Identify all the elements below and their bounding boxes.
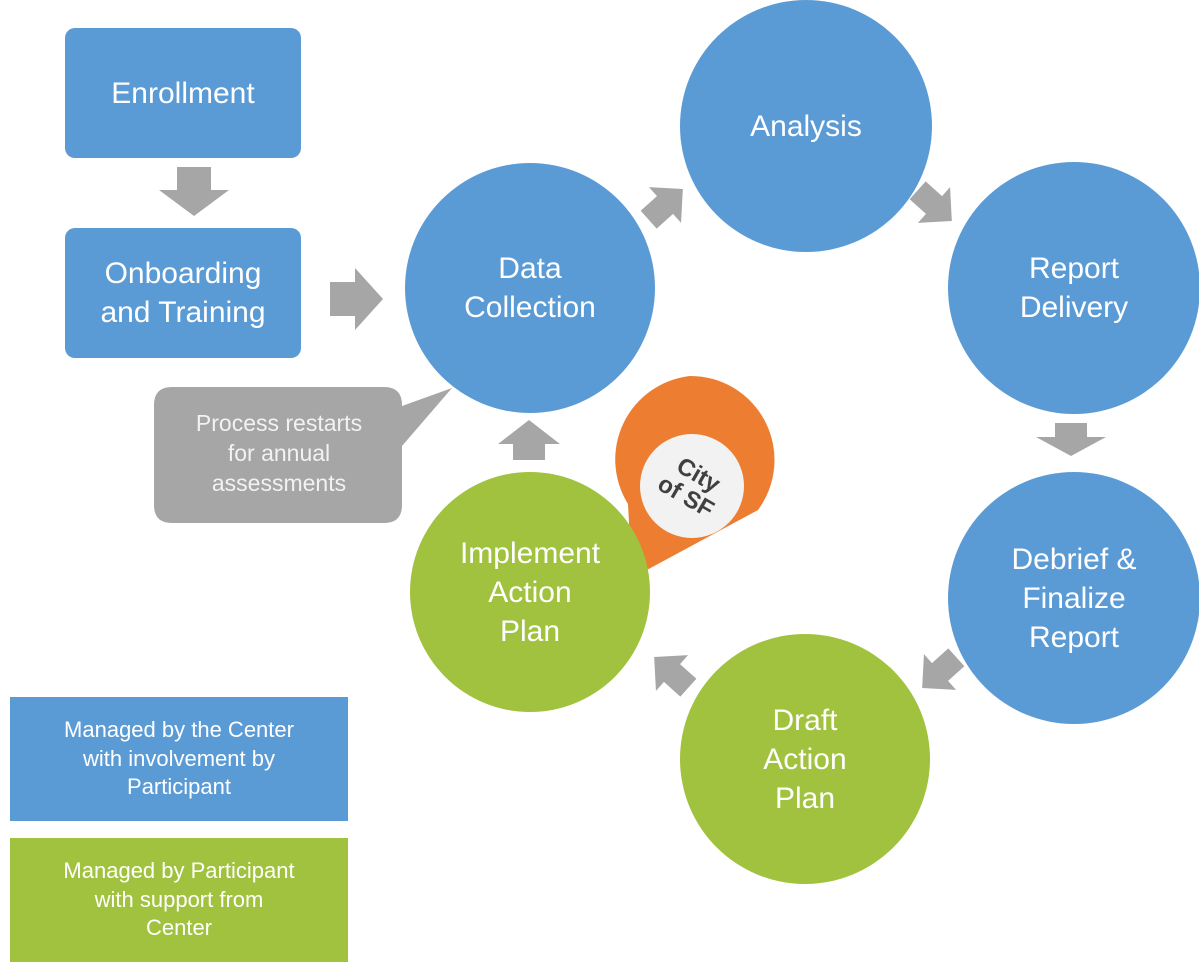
arrow-onboarding-to-data-collection <box>330 268 383 330</box>
step-implement-plan-label: Implement Action Plan <box>459 536 601 648</box>
step-data-collection: Data Collection <box>405 163 655 413</box>
arrow-enrollment-to-onboarding <box>159 167 229 216</box>
arrow-debrief-to-draft-plan <box>922 648 965 690</box>
legend-participant-managed: Managed by Participant with support from… <box>10 838 348 962</box>
step-enrollment-label: Enrollment <box>111 76 255 110</box>
legend-center-managed: Managed by the Center with involvement b… <box>10 697 348 821</box>
step-analysis-label: Analysis <box>750 109 862 143</box>
step-data-collection-label: Data Collection <box>464 252 596 324</box>
step-analysis: Analysis <box>680 0 932 252</box>
arrow-report-delivery-to-debrief <box>1036 423 1106 456</box>
pin-label: City of SF <box>653 451 725 524</box>
arrow-draft-to-implement <box>654 655 697 697</box>
step-report-delivery-label: Report Delivery <box>1019 252 1129 324</box>
location-pin-inner <box>640 434 744 538</box>
legend-participant-managed-label: Managed by Participant with support from… <box>63 858 295 941</box>
step-report-delivery: Report Delivery <box>948 162 1199 414</box>
step-draft-plan-label: Draft Action Plan <box>763 703 847 815</box>
step-enrollment: Enrollment <box>65 28 301 158</box>
callout-text: Process restarts for annual assessments <box>195 410 363 496</box>
legend-center-managed-label: Managed by the Center with involvement b… <box>64 717 294 800</box>
step-implement-action-plan: Implement Action Plan <box>410 472 650 712</box>
callout-bubble <box>154 387 452 523</box>
arrow-analysis-to-report-delivery <box>909 181 952 223</box>
arrow-data-collection-to-analysis <box>640 187 683 229</box>
step-debrief-label: Debrief & Finalize Report <box>1011 542 1137 654</box>
step-onboarding-label: Onboarding and Training <box>100 257 266 329</box>
arrow-implement-to-data-collection <box>498 420 560 460</box>
step-debrief-finalize: Debrief & Finalize Report <box>948 472 1199 724</box>
step-draft-action-plan: Draft Action Plan <box>680 634 930 884</box>
step-onboarding: Onboarding and Training <box>65 228 301 358</box>
